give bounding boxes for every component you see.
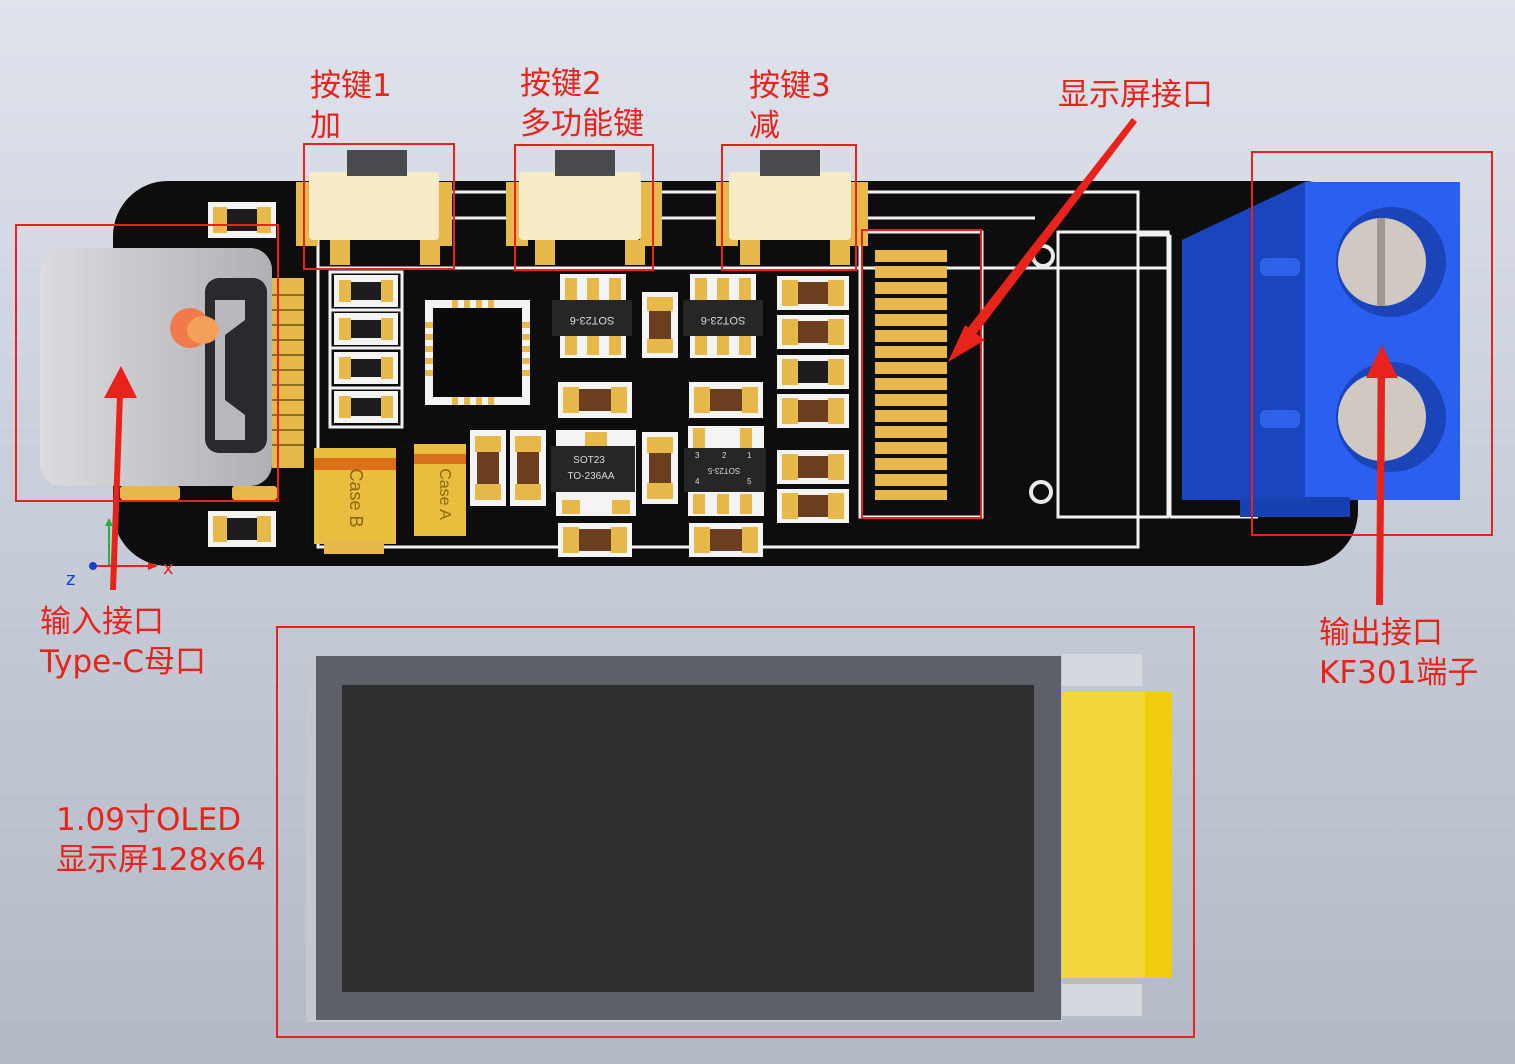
- silk-to236aa: TO-236AA: [567, 471, 614, 482]
- pin-4: 4: [695, 477, 700, 486]
- button-1-label: 按键1 加: [310, 68, 392, 144]
- oled-label: 1.09寸OLED 显示屏128x64: [56, 802, 266, 878]
- input-port-arrow: [104, 366, 137, 590]
- usb-type-c-connector: [40, 248, 304, 500]
- silk-sot23-6-a: SOT23-6: [570, 314, 615, 326]
- resistor-column: [334, 275, 398, 423]
- oled-highlight-box: [276, 626, 1195, 1038]
- output-port-arrow: [1366, 345, 1398, 605]
- tantalum-case-a: [414, 444, 466, 536]
- pin-3: 3: [695, 451, 700, 460]
- axis-z-label: z: [66, 569, 75, 590]
- tantalum-case-b: [314, 448, 396, 554]
- axis-indicator: [89, 518, 158, 570]
- kf301-terminal-block: [1182, 182, 1460, 517]
- silk-case-b: Case B: [346, 468, 366, 527]
- pin-2: 2: [722, 451, 727, 460]
- qfn-chip: [425, 300, 530, 405]
- sot23-6-chip-a: [552, 274, 632, 358]
- vertical-capacitors: [470, 430, 678, 506]
- output-port-highlight-box: [1251, 151, 1493, 536]
- capacitor-column-right: [777, 276, 849, 523]
- silk-case-a: Case A: [436, 468, 453, 520]
- capacitor-group-middle: [558, 382, 763, 557]
- oled-display-module: [306, 654, 1172, 1022]
- button-2-highlight-box: [514, 144, 654, 271]
- sot23-6-chip-b: [683, 274, 763, 358]
- input-port-label: 输入接口 Type-C母口: [40, 604, 207, 680]
- sot23-5-chip: [684, 426, 766, 516]
- output-port-label: 输出接口 KF301端子: [1319, 615, 1479, 691]
- display-port-label: 显示屏接口: [1058, 77, 1213, 113]
- resistor-bottom-left: [208, 511, 276, 547]
- resistor-vertical-center: [642, 292, 678, 358]
- silk-sot23: SOT23: [573, 455, 605, 466]
- axis-x-label: x: [163, 558, 174, 579]
- silk-sot23-6-b: SOT23-6: [701, 314, 746, 326]
- resistor-top-left: [208, 202, 276, 238]
- button-1-highlight-box: [303, 143, 455, 270]
- button-2-label: 按键2 多功能键: [520, 66, 644, 142]
- pin-5: 5: [747, 477, 752, 486]
- silk-sot23-5: SOT23-5: [707, 466, 740, 475]
- display-fpc-pads: [875, 250, 947, 500]
- tactile-button-1: [296, 150, 452, 265]
- display-port-arrow: [948, 118, 1137, 362]
- button-3-label: 按键3 减: [749, 68, 831, 144]
- pin-1: 1: [747, 451, 752, 460]
- tactile-button-3: [716, 150, 868, 265]
- input-port-highlight-box: [15, 224, 279, 502]
- display-port-highlight-box: [861, 229, 982, 519]
- tactile-button-2: [506, 150, 662, 265]
- button-3-highlight-box: [721, 144, 857, 271]
- sot23-chip: [551, 430, 636, 516]
